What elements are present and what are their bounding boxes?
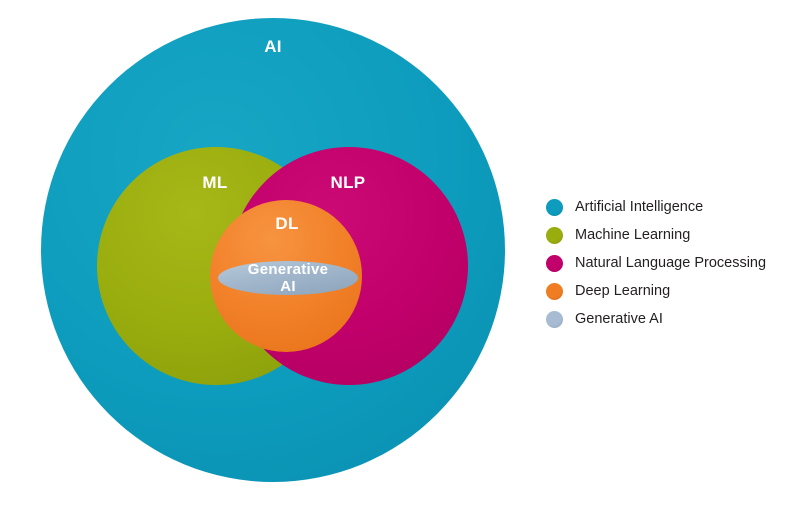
legend-item: Machine Learning [546,221,796,249]
legend-item: Generative AI [546,305,796,333]
region-generative-ai [218,261,358,295]
legend-item-label: Generative AI [575,311,663,327]
legend-swatch-icon [546,310,563,328]
legend-swatch-icon [546,198,563,216]
legend-swatch-icon [546,226,563,244]
legend-item-label: Artificial Intelligence [575,199,704,215]
legend-swatch-icon [546,254,563,272]
legend-swatch-icon [546,282,563,300]
legend-item-label: Deep Learning [575,283,671,299]
venn-diagram-canvas [41,18,505,482]
legend-item: Artificial Intelligence [546,193,796,221]
legend-item: Natural Language Processing [546,249,796,277]
legend-item: Deep Learning [546,277,796,305]
legend-item-label: Natural Language Processing [575,255,767,271]
legend-item-label: Machine Learning [575,227,691,243]
